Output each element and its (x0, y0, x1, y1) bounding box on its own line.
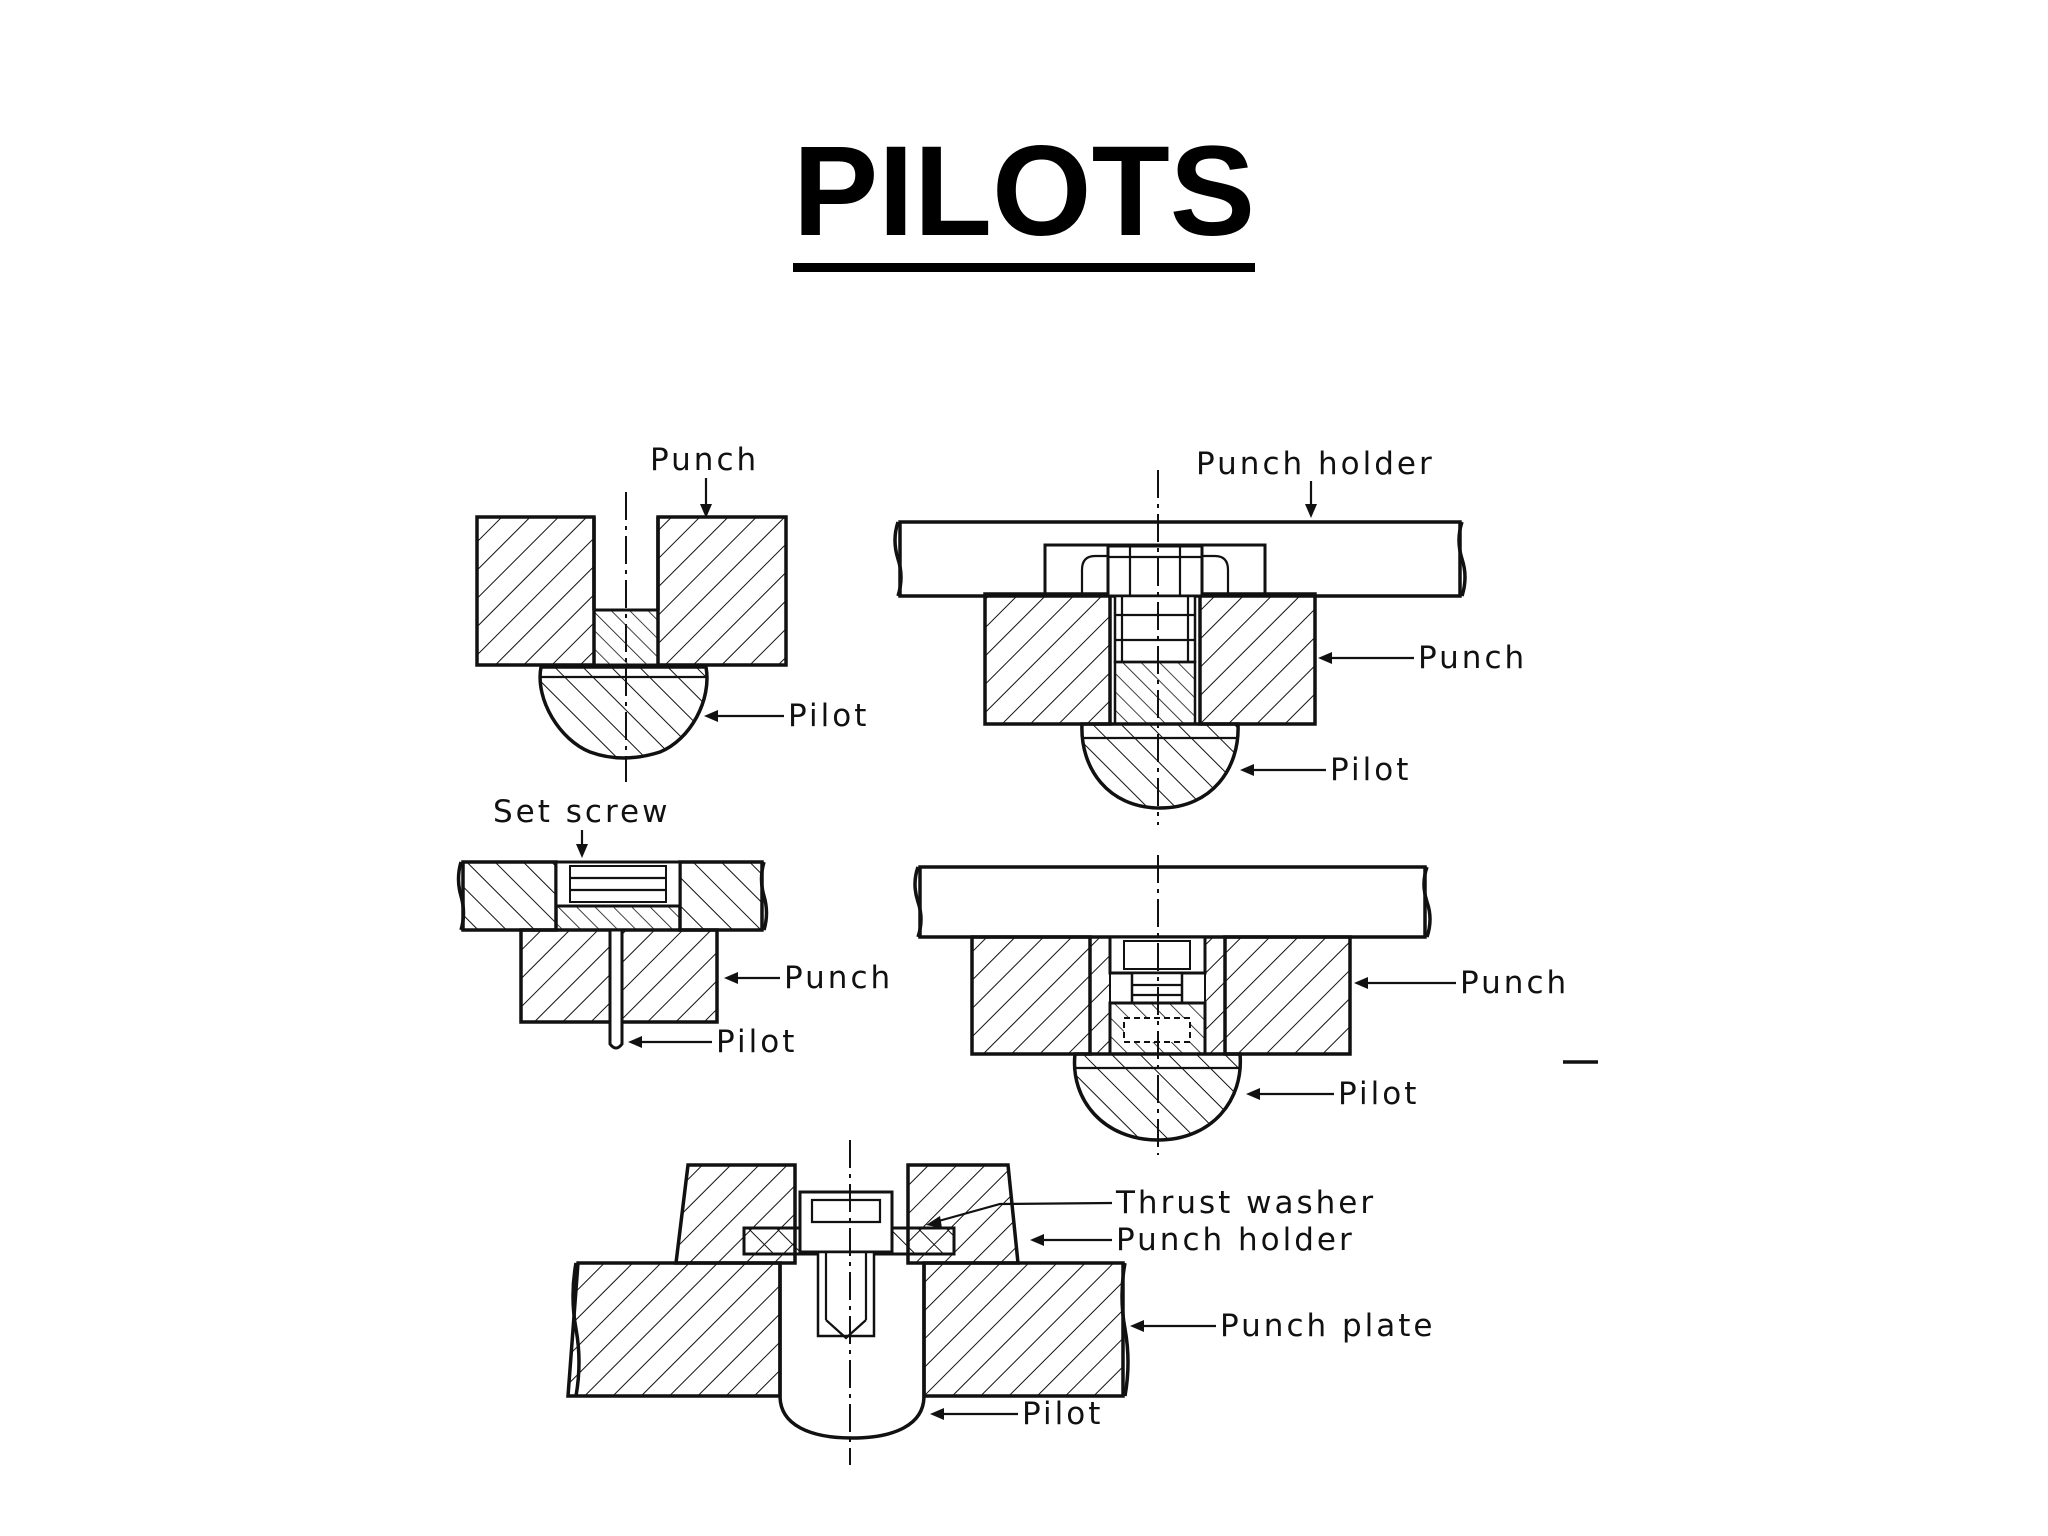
fig5-arrow-punch-holder (1030, 1234, 1112, 1246)
fig5-label-pilot: Pilot (1022, 1396, 1103, 1432)
fig2-arrow-punch (1318, 652, 1414, 664)
figure-4-bolted-pilot-variant: Punch Pilot (913, 855, 1598, 1155)
fig1-pilot-head (538, 665, 709, 760)
fig4-label-punch: Punch (1460, 965, 1569, 1001)
fig4-label-pilot: Pilot (1338, 1076, 1419, 1112)
fig3-label-set-screw: Set screw (493, 794, 670, 830)
fig1-arrow-pilot (704, 710, 784, 722)
fig2-label-pilot: Pilot (1330, 752, 1411, 788)
fig2-label-punch-holder: Punch holder (1196, 446, 1435, 482)
fig1-arrow-punch (700, 478, 712, 518)
fig5-label-thrust-washer: Thrust washer (1115, 1185, 1376, 1221)
fig5-arrow-pilot (930, 1408, 1018, 1420)
fig3-arrow-set-screw (576, 830, 588, 858)
fig1-label-pilot: Pilot (788, 698, 869, 734)
fig5-arrow-punch-plate (1130, 1320, 1216, 1332)
figure-5-socket-screw-pilot: Thrust washer Punch holder Punch plate P… (566, 1140, 1436, 1465)
fig3-arrow-punch (724, 972, 780, 984)
fig2-arrow-punch-holder (1305, 481, 1317, 518)
fig2-label-punch: Punch (1418, 640, 1527, 676)
fig5-label-punch-plate: Punch plate (1220, 1308, 1436, 1344)
fig1-label-punch: Punch (650, 442, 759, 478)
slide-title: PILOTS (0, 120, 2048, 272)
fig3-wire-pilot (608, 928, 624, 1050)
fig2-arrow-pilot (1240, 764, 1326, 776)
fig3-arrow-pilot (628, 1036, 712, 1048)
figure-1-press-fit-pilot: Punch Pilot (475, 442, 869, 782)
fig5-pilot (778, 1263, 926, 1440)
slide-title-text: PILOTS (792, 120, 1256, 272)
fig5-label-punch-holder: Punch holder (1116, 1222, 1355, 1258)
fig4-arrow-punch (1354, 977, 1456, 989)
figure-3-set-screw-pilot: Set screw Punch Pilot (456, 794, 893, 1060)
figure-2-bolted-pilot: Punch holder Punch Pilot (893, 446, 1527, 825)
fig4-arrow-pilot (1246, 1088, 1334, 1100)
fig3-set-screw (554, 860, 682, 932)
fig3-holder-plate (456, 860, 769, 932)
fig3-label-punch: Punch (784, 960, 893, 996)
fig5-socket-screw (798, 1190, 894, 1340)
fig2-pilot-head (1080, 722, 1240, 810)
fig4-holder-plate (913, 865, 1432, 939)
fig1-pilot-shank (592, 517, 660, 667)
fig2-screw (1106, 544, 1204, 726)
fig5-leader-thrust-washer (926, 1201, 1113, 1228)
fig3-label-pilot: Pilot (716, 1024, 797, 1060)
